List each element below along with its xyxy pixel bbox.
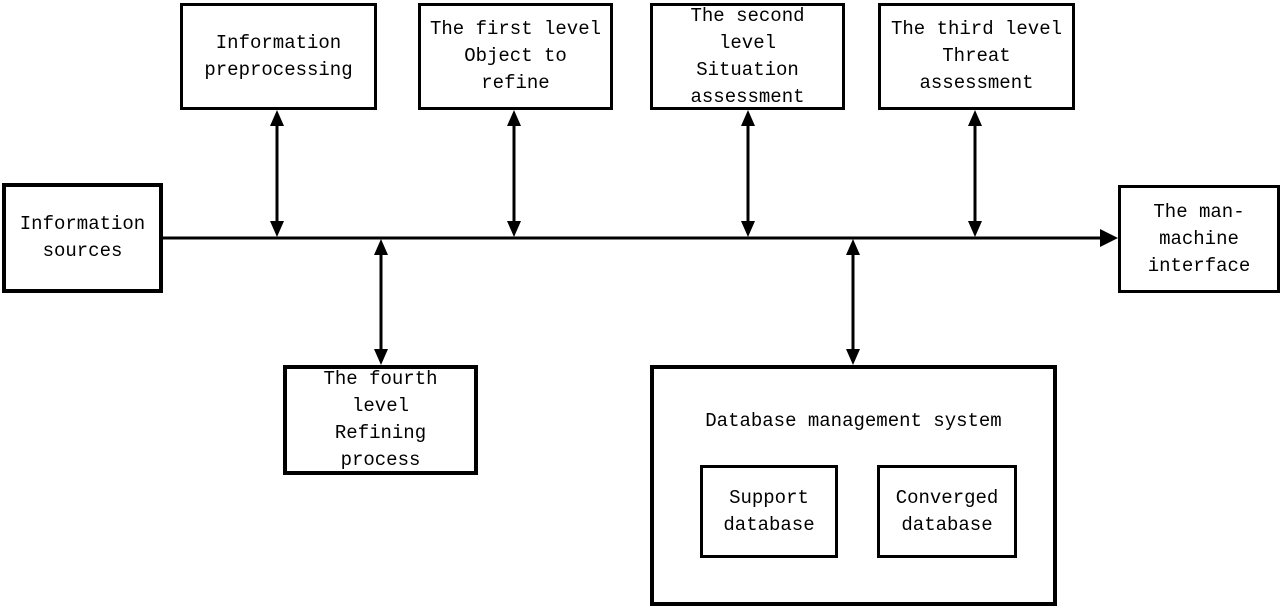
database-management-system-box: Database management system Support datab…	[650, 365, 1057, 606]
fourth-level-label: The fourth level Refining process	[323, 368, 438, 471]
second-level-label: The second level Situation assessment	[690, 4, 805, 108]
arrow-database-management	[846, 239, 860, 365]
arrow-fourth-level	[374, 239, 388, 365]
arrow-third-level	[968, 110, 982, 237]
arrow-information-preprocessing	[270, 110, 284, 237]
fourth-level-box: The fourth level Refining process	[283, 365, 478, 475]
converged-database-box: Converged database	[877, 465, 1017, 558]
arrow-first-level	[507, 110, 521, 237]
third-level-label: The third level Threat assessment	[890, 18, 1063, 94]
information-preprocessing-label: Information preprocessing	[204, 31, 353, 81]
support-database-label: Support database	[723, 486, 815, 536]
first-level-label: The first level Object to refine	[429, 18, 602, 94]
first-level-box: The first level Object to refine	[418, 3, 613, 110]
database-management-system-title: Database management system	[705, 410, 1002, 432]
converged-database-label: Converged database	[895, 486, 999, 536]
support-database-box: Support database	[700, 465, 838, 558]
arrow-second-level	[741, 110, 755, 237]
second-level-box: The second level Situation assessment	[650, 3, 845, 110]
information-preprocessing-box: Information preprocessing	[180, 3, 377, 110]
man-machine-interface-label: The man- machine interface	[1147, 200, 1251, 277]
third-level-box: The third level Threat assessment	[878, 3, 1075, 110]
information-sources-label: Information sources	[19, 213, 146, 262]
man-machine-interface-box: The man- machine interface	[1118, 185, 1280, 293]
information-sources-box: Information sources	[2, 183, 163, 293]
bus-line-arrow	[163, 229, 1118, 247]
